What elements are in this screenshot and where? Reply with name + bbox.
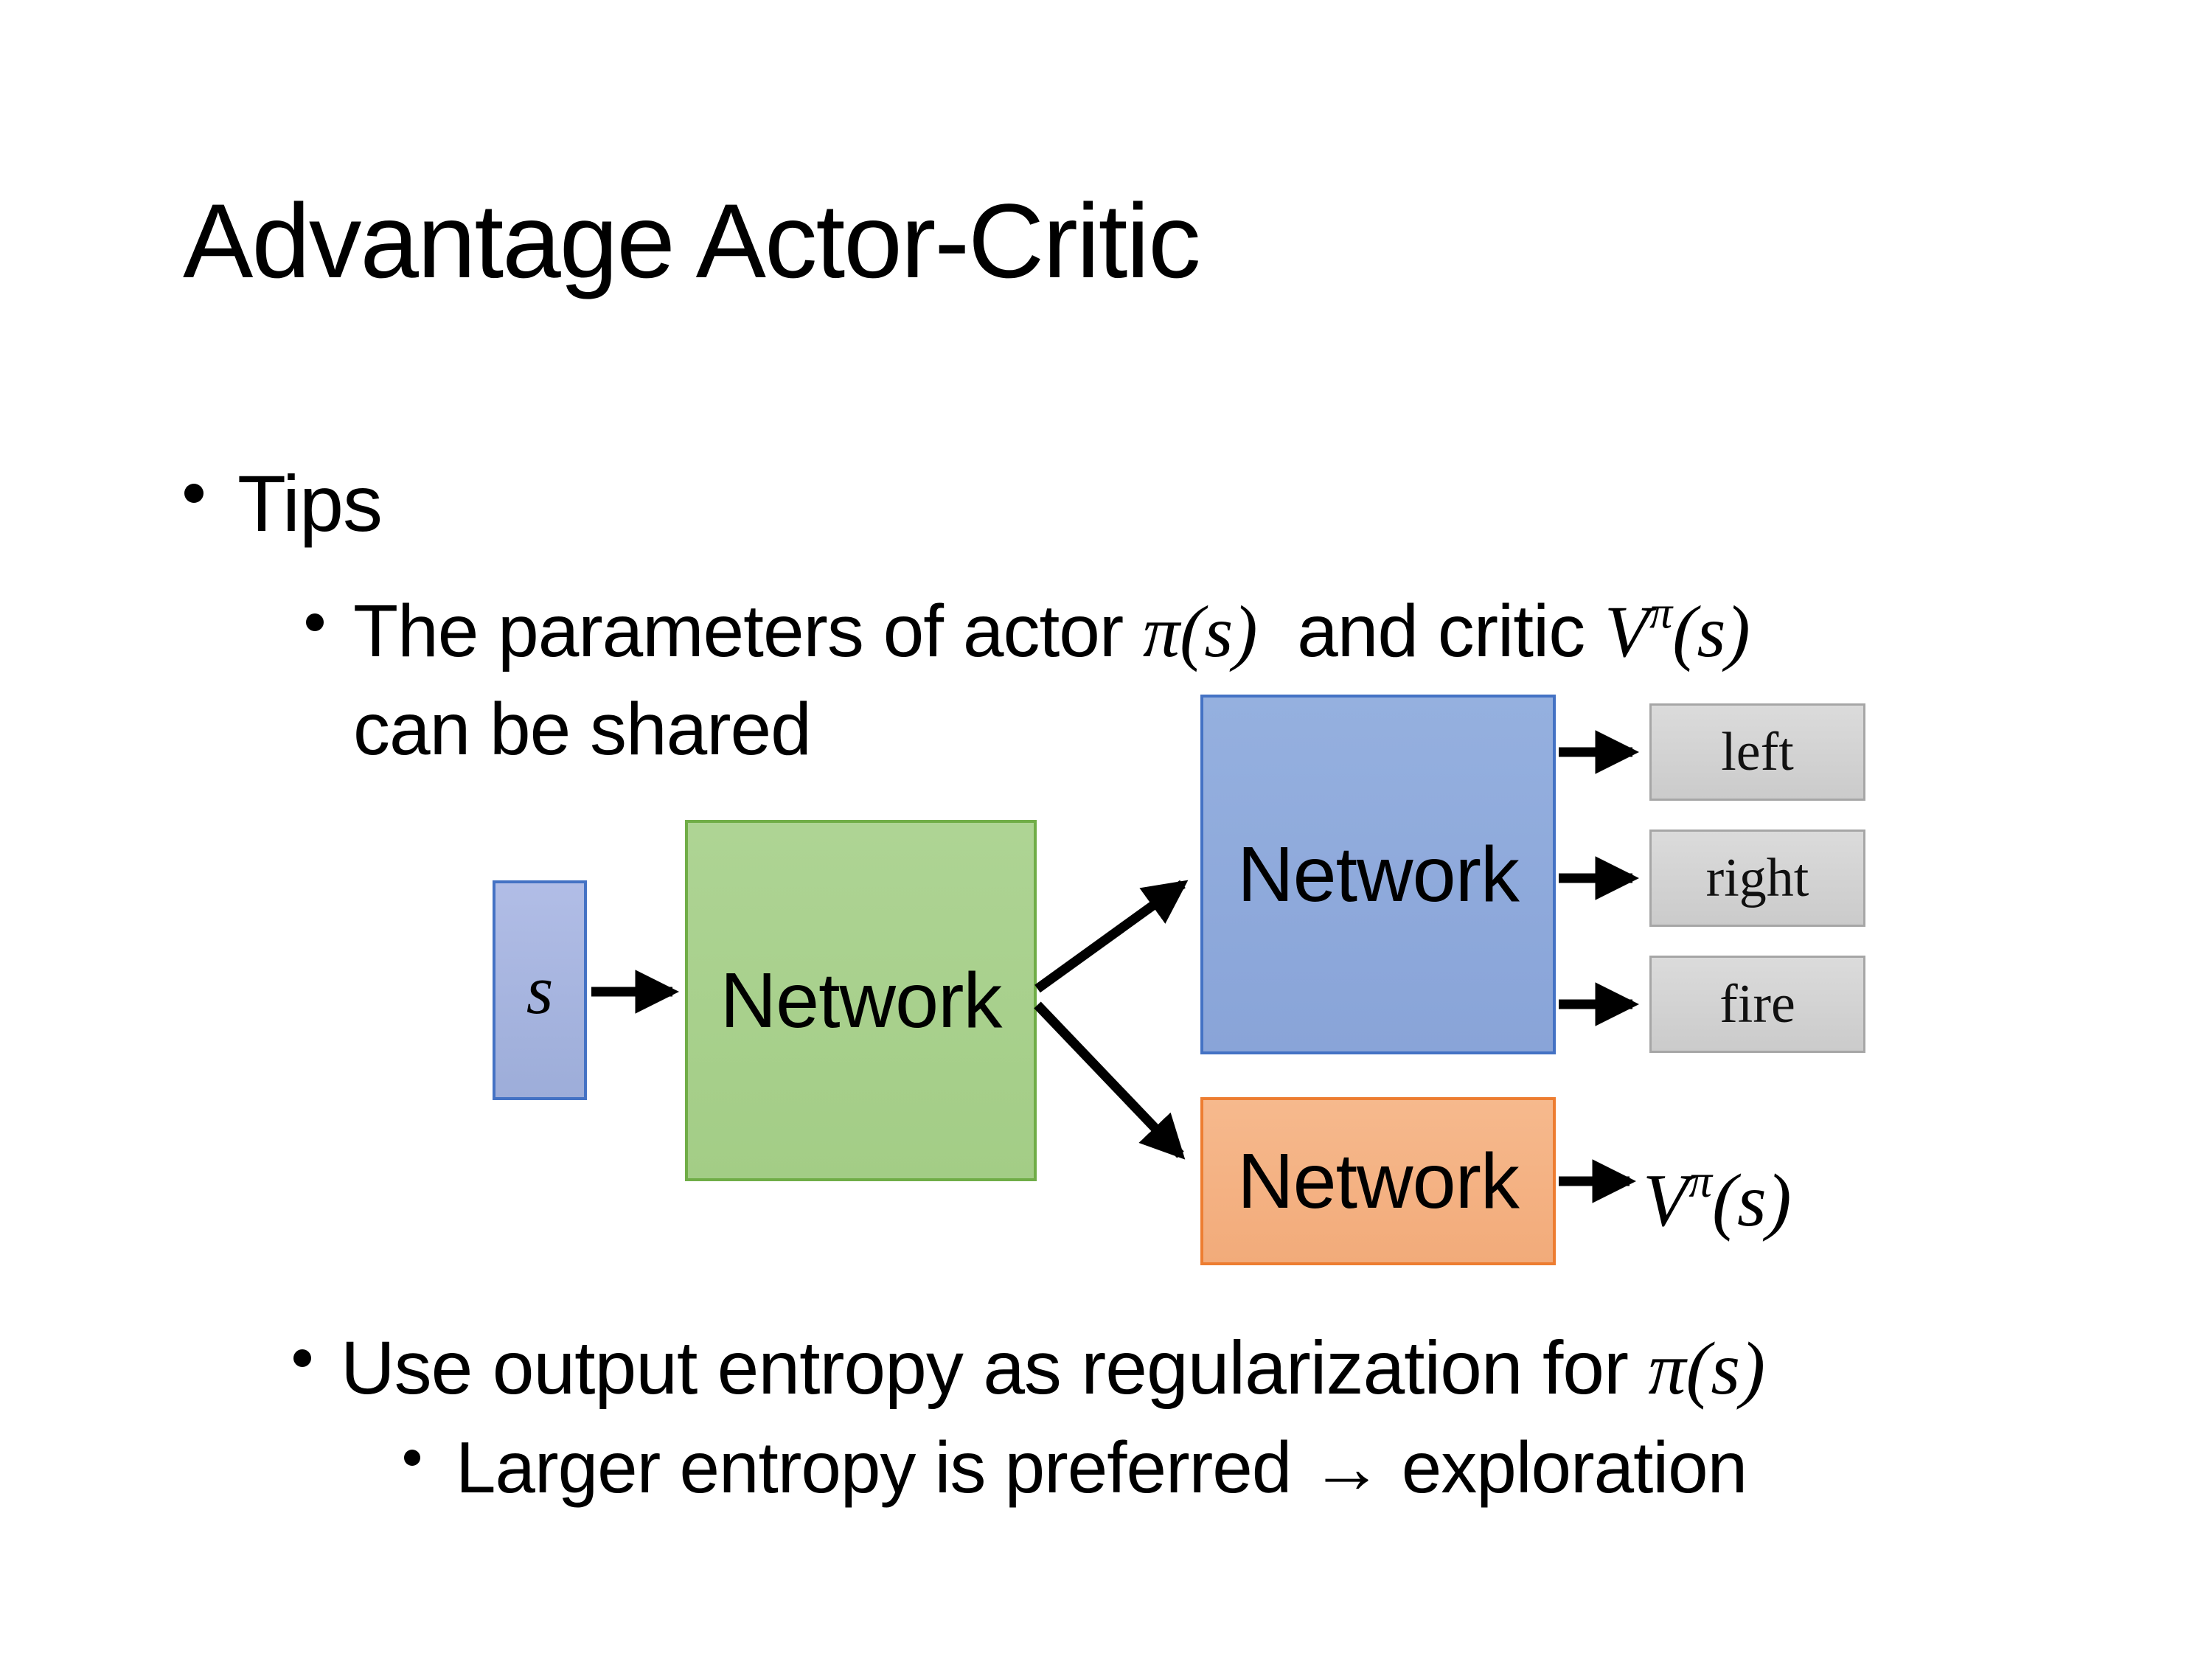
bullet-dot (404, 1450, 420, 1466)
bullet-parameters-text: The parameters of actor π(s) and critic … (353, 582, 1750, 778)
parameters-line1: The parameters of actor π(s) and critic … (353, 588, 1750, 672)
critic-value-sup: π (1649, 588, 1673, 639)
parameters-mid: and critic (1257, 590, 1605, 672)
parameters-pre: The parameters of actor (353, 590, 1143, 672)
value-output-args: (s) (1712, 1159, 1792, 1243)
critic-network-label: Network (1237, 1137, 1520, 1225)
entropy-policy-math: π(s) (1648, 1327, 1766, 1411)
action-label-fire: fire (1719, 973, 1795, 1034)
critic-network-box: Network (1200, 1097, 1556, 1265)
shared-to-critic-arrow (1034, 1001, 1186, 1160)
shared-network-box: Network (685, 820, 1037, 1181)
bullet-entropy: Use output entropy as regularization for… (293, 1318, 1765, 1419)
bullet-larger-entropy: Larger entropy is preferred → exploratio… (404, 1420, 1747, 1515)
action-box-right: right (1649, 830, 1865, 927)
shared-network-label: Network (720, 956, 1003, 1044)
bullet-tips: Tips (184, 451, 383, 557)
action-box-fire: fire (1649, 956, 1865, 1053)
bullet-dot (306, 613, 324, 631)
bullet-larger-entropy-label: Larger entropy is preferred → exploratio… (456, 1427, 1747, 1508)
bullet-tips-label: Tips (237, 459, 383, 548)
action-label-right: right (1705, 847, 1809, 908)
bullet-dot (184, 484, 204, 503)
critic-value-base: V (1604, 591, 1650, 672)
input-state-label: s (526, 952, 554, 1029)
actor-policy-math: π(s) (1142, 591, 1258, 672)
actor-network-box: Network (1200, 695, 1556, 1054)
entropy-pre: Use output entropy as regularization for (341, 1326, 1649, 1410)
slide-title: Advantage Actor-Critic (183, 183, 1201, 300)
bullet-dot (293, 1349, 311, 1367)
value-output-sup: π (1688, 1155, 1712, 1207)
input-state-box: s (493, 880, 587, 1100)
action-box-left: left (1649, 703, 1865, 801)
critic-value-output: Vπ(s) (1643, 1133, 1792, 1242)
critic-value-args: (s) (1672, 591, 1750, 672)
parameters-line2: can be shared (353, 688, 812, 771)
actor-network-label: Network (1237, 830, 1520, 918)
value-output-base: V (1643, 1159, 1689, 1243)
bullet-entropy-text: Use output entropy as regularization for… (341, 1318, 1765, 1419)
shared-to-actor-arrow (1034, 880, 1189, 993)
bullet-parameters: The parameters of actor π(s) and critic … (306, 582, 1750, 778)
action-label-left: left (1721, 721, 1794, 782)
